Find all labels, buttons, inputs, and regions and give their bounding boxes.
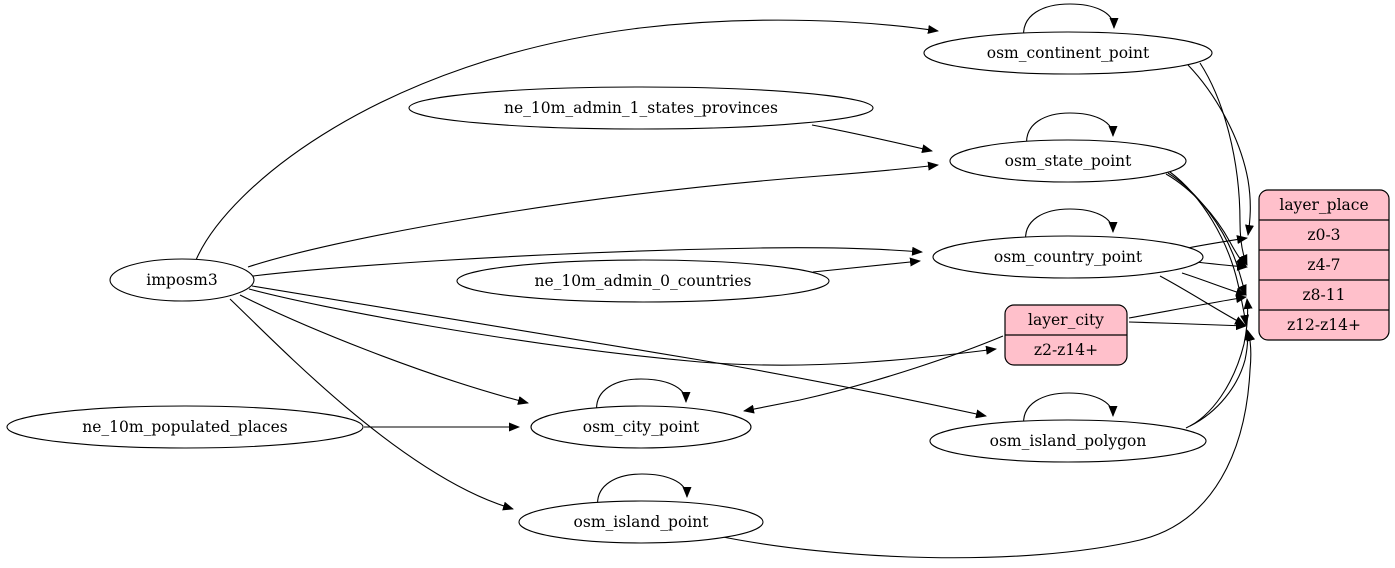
node-osm_city_point[interactable]: osm_city_point (530, 405, 752, 449)
node-imposm3[interactable]: imposm3 (109, 258, 255, 302)
selfloop-osm_state_point (1026, 112, 1118, 149)
node-label-osm_island_point: osm_island_point (574, 513, 710, 531)
edge-country-z4_7 (1195, 261, 1248, 271)
selfloop-osm_country_point (1025, 208, 1118, 245)
record-row-layer_place-z8-11[interactable]: z8-11 (1303, 286, 1346, 304)
record-row-layer_place-z0-3[interactable]: z0-3 (1307, 226, 1340, 244)
record-row-layer_place-z4-7[interactable]: z4-7 (1307, 256, 1340, 274)
node-label-ne_10m_admin_0_countries: ne_10m_admin_0_countries (535, 272, 752, 290)
edge-island_polygon-z12_14 (1189, 329, 1254, 427)
node-label-osm_continent_point: osm_continent_point (987, 44, 1150, 62)
edge-country-z12_14 (1159, 275, 1246, 326)
selfloop-osm_island_point (597, 473, 692, 510)
node-label-osm_country_point: osm_country_point (994, 248, 1143, 266)
edge-state-z4_7 (1165, 173, 1247, 267)
node-label-imposm3: imposm3 (146, 271, 217, 289)
record-node-layer_city[interactable]: layer_city z2-z14+ (1004, 304, 1128, 366)
record-title-layer_city: layer_city (1028, 311, 1104, 329)
edge-layer_city-z8_11 (1128, 294, 1247, 319)
selfloop-osm_continent_point (1023, 3, 1119, 41)
node-ne_10m_admin_0_countries[interactable]: ne_10m_admin_0_countries (456, 259, 830, 303)
edge-island_point-z12_14 (717, 330, 1256, 559)
edge-continent-z0_3 (1187, 64, 1254, 236)
node-osm_continent_point[interactable]: osm_continent_point (923, 31, 1213, 75)
selfloop-osm_city_point (596, 378, 691, 415)
node-osm_island_polygon[interactable]: osm_island_polygon (929, 419, 1207, 463)
edge-layer (195, 3, 1256, 559)
node-label-ne_10m_admin_1_states_provinces: ne_10m_admin_1_states_provinces (504, 99, 778, 117)
edge-country-z8_11 (1181, 272, 1247, 297)
edge-state-z12_14 (1169, 171, 1250, 326)
edge-imposm3-osm_island_polygon (251, 285, 987, 419)
edge-continent-z4_7 (1199, 62, 1248, 266)
edge-layer_city-osm_city_point (743, 335, 1004, 414)
node-label-osm_state_point: osm_state_point (1005, 152, 1133, 170)
edge-imposm3-osm_island_point (229, 298, 514, 511)
edge-imposm3-osm_country_point (252, 246, 923, 277)
selfloop-osm_island_polygon (1023, 392, 1118, 429)
node-osm_state_point[interactable]: osm_state_point (949, 139, 1187, 183)
node-ne_10m_populated_places[interactable]: ne_10m_populated_places (6, 405, 364, 449)
edge-country-z0_3 (1187, 235, 1248, 249)
edge-imposm3-osm_state_point (247, 161, 939, 268)
edge-ne1-osm_state_point (811, 124, 933, 154)
record-node-layer_place[interactable]: layer_place z0-3 z4-7 z8-11 z12-z14+ (1258, 189, 1390, 341)
edge-imposm3-osm_city_point (239, 294, 529, 405)
edge-island_polygon-z8_11 (1185, 298, 1253, 429)
node-label-ne_10m_populated_places: ne_10m_populated_places (82, 418, 287, 436)
edge-ne0-osm_country_point (812, 257, 921, 273)
node-layer: imposm3 ne_10m_admin_1_states_provinces … (6, 31, 1390, 544)
node-osm_country_point[interactable]: osm_country_point (932, 235, 1204, 279)
edge-state-z8_11 (1167, 172, 1247, 296)
node-ne_10m_admin_1_states_provinces[interactable]: ne_10m_admin_1_states_provinces (408, 86, 874, 130)
record-title-layer_place: layer_place (1279, 196, 1368, 214)
node-osm_island_point[interactable]: osm_island_point (518, 500, 764, 544)
node-label-osm_island_polygon: osm_island_polygon (990, 432, 1147, 450)
edge-imposm3-layer_city (248, 288, 997, 366)
node-label-osm_city_point: osm_city_point (583, 418, 700, 436)
record-row-layer_place-z12-z14plus[interactable]: z12-z14+ (1287, 316, 1361, 334)
edge-layer_city-z12_14 (1128, 321, 1247, 331)
edge-imposm3-osm_continent_point (195, 19, 939, 261)
record-row-layer_city-z2-z14plus[interactable]: z2-z14+ (1034, 341, 1098, 359)
